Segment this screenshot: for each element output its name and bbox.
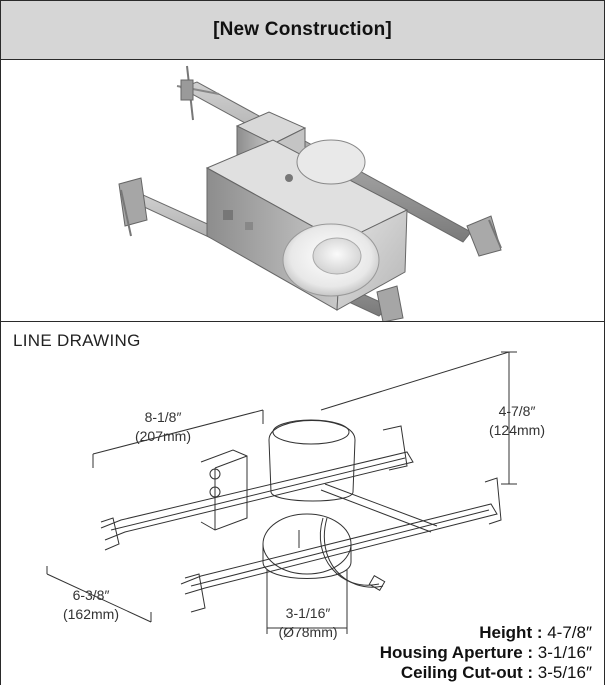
width-mm: (207mm) [134,428,191,444]
depth-mm: (162mm) [62,606,119,622]
spec-height: Height : 4-7/8″ [479,623,592,642]
line-drawing-title: LINE DRAWING [13,331,141,350]
spec-housing-aperture: Housing Aperture : 3-1/16″ [379,643,592,662]
height-mm: (124mm) [488,422,545,438]
width-inches: 8-1/8″ [144,409,182,425]
section-title-new-construction: [New Construction] [213,19,392,40]
line-drawing-diagram [46,351,517,634]
width-dimension-label: 8-1/8″ (207mm) [123,408,203,446]
depth-dimension-label: 6-3/8″ (162mm) [51,586,131,624]
aperture-inches: 3-1/16″ [285,605,331,621]
spec-height-value: 4-7/8″ [547,623,592,642]
aperture-dimension-label: 3-1/16″ (Ø78mm) [267,604,349,642]
spec-height-label: Height [479,623,533,642]
spec-summary: Height : 4-7/8″ Housing Aperture : 3-1/1… [380,623,592,683]
spec-cutout-label: Ceiling Cut-out [400,663,523,682]
spec-ceiling-cutout: Ceiling Cut-out : 3-5/16″ [400,663,592,682]
height-inches: 4-7/8″ [498,403,536,419]
recessed-housing-illustration [118,65,502,321]
depth-inches: 6-3/8″ [72,587,110,603]
height-dimension-label: 4-7/8″ (124mm) [477,402,557,440]
line-drawing-section: LINE DRAWING [1,322,604,685]
product-photo [1,60,604,322]
spec-aperture-value: 3-1/16″ [537,643,592,662]
section-header: [New Construction] [1,0,604,60]
spec-cutout-value: 3-5/16″ [537,663,592,682]
spec-aperture-label: Housing Aperture [379,643,523,662]
aperture-mm: (Ø78mm) [278,624,338,640]
